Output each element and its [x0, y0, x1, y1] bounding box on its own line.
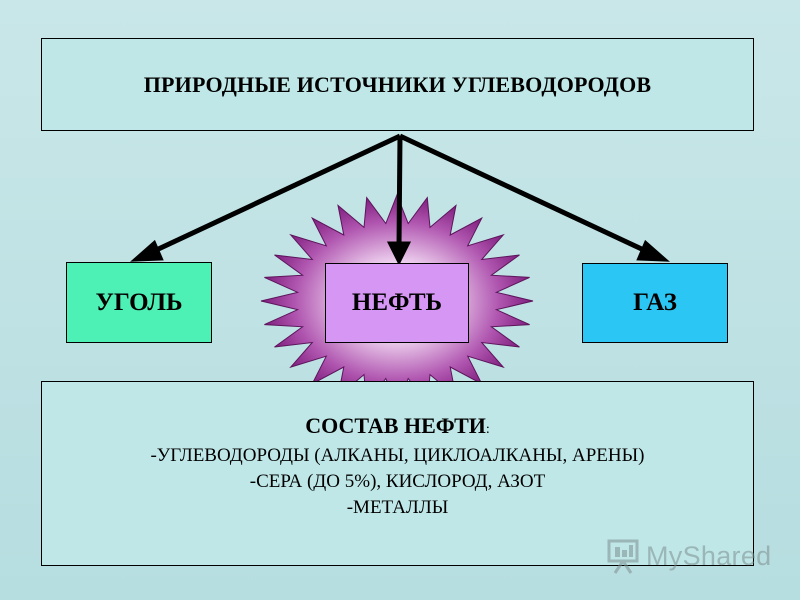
- composition-line-sulfur: -СЕРА (ДО 5%), КИСЛОРОД, АЗОТ: [249, 471, 546, 492]
- composition-line-metals: -МЕТАЛЛЫ: [346, 497, 449, 518]
- composition-box: СОСТАВ НЕФТИ: -УГЛЕВОДОРОДЫ (АЛКАНЫ, ЦИК…: [41, 381, 754, 566]
- coal-box: УГОЛЬ: [66, 262, 212, 343]
- arrow-to-coal: [150, 133, 402, 255]
- arrow-to-oil: [396, 135, 403, 247]
- oil-box: НЕФТЬ: [325, 263, 469, 343]
- title-box: ПРИРОДНЫЕ ИСТОЧНИКИ УГЛЕВОДОРОДОВ: [41, 38, 754, 131]
- watermark: MyShared: [606, 536, 771, 576]
- coal-label: УГОЛЬ: [95, 288, 183, 316]
- arrow-to-gas: [398, 133, 650, 255]
- oil-label: НЕФТЬ: [351, 289, 443, 316]
- composition-heading: СОСТАВ НЕФТИ: [305, 413, 486, 438]
- arrow-head-oil: [386, 241, 412, 266]
- composition-heading-colon: :: [485, 422, 490, 437]
- composition-line-hydrocarbons: -УГЛЕВОДОРОДЫ (АЛКАНЫ, ЦИКЛОАЛКАНЫ, АРЕН…: [150, 445, 645, 466]
- presentation-board-icon: [607, 539, 639, 574]
- composition-heading-line: СОСТАВ НЕФТИ:: [42, 413, 753, 439]
- gas-box: ГАЗ: [582, 263, 728, 343]
- arrow-head-gas: [636, 239, 670, 262]
- connector-arrows: [130, 133, 670, 266]
- diagram-title: ПРИРОДНЫЕ ИСТОЧНИКИ УГЛЕВОДОРОДОВ: [143, 71, 652, 97]
- gas-label: ГАЗ: [633, 289, 677, 316]
- arrow-head-coal: [130, 239, 164, 262]
- watermark-text: MyShared: [646, 540, 772, 571]
